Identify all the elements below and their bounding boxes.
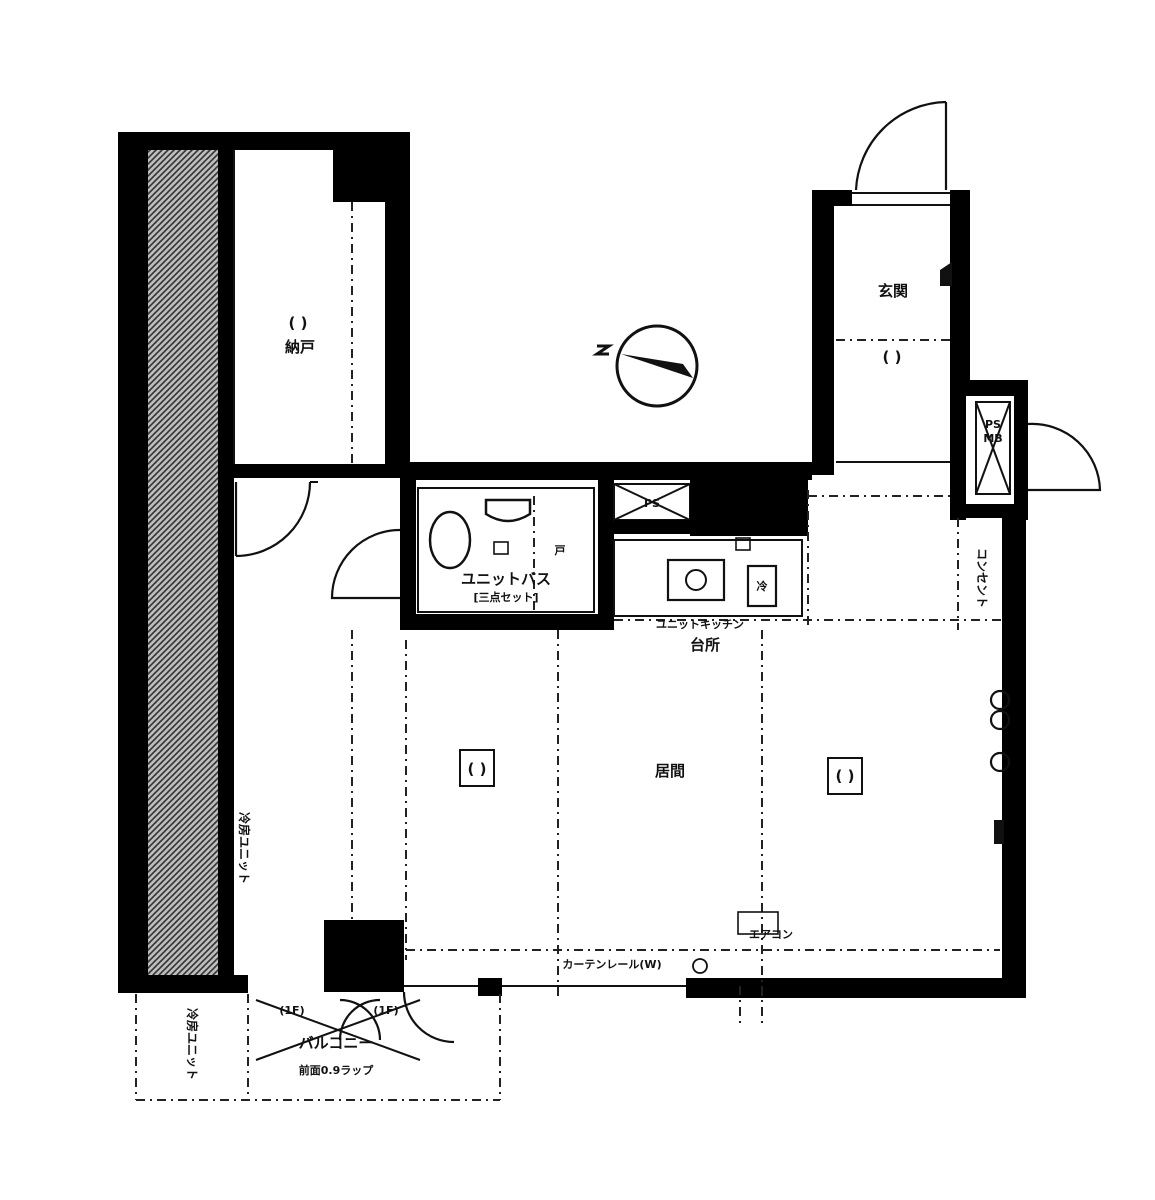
right-outer-wall <box>686 518 1026 998</box>
curtain-rail-label: カーテンレール(W) <box>562 958 661 971</box>
stove-icon <box>666 558 726 602</box>
compass-north-icon <box>592 324 699 408</box>
unit-bath-room: 戸 ユニットバス [三点セット] <box>400 462 812 630</box>
balcony-label: バルコニー <box>299 1034 374 1052</box>
entrance-room: 玄関 ( ) <box>812 190 970 475</box>
mb-label: MB <box>983 432 1002 445</box>
bottom-left-vertical-label: 冷房ユニット <box>185 1008 200 1080</box>
entrance-label: 玄関 <box>878 282 908 300</box>
balcony-sub-label: 前面0.9ラップ <box>299 1063 374 1077</box>
left-outer-wall <box>118 132 410 993</box>
right-vertical-label: コンセント <box>975 548 989 608</box>
bathtub-icon <box>428 510 472 570</box>
kitchen-area: 冷 ユニットキッチン 台所 <box>613 537 1002 654</box>
unit-bath-label: ユニットバス <box>461 570 551 588</box>
ps-small-box: PS <box>613 470 808 536</box>
doorstop-icon <box>940 262 952 286</box>
closet-mark: ( ) <box>289 314 308 332</box>
entrance-mark: ( ) <box>883 348 902 366</box>
living-label: 居間 <box>655 762 685 780</box>
closet-door[interactable] <box>234 481 318 558</box>
bottom-walls <box>324 920 763 1026</box>
corridor-lines <box>351 490 1000 1000</box>
ps-mb-door[interactable] <box>1027 422 1102 492</box>
ps-small-label: PS <box>644 497 660 510</box>
toilet-icon <box>484 498 532 523</box>
balcony-mark-2: (1F) <box>373 1004 398 1017</box>
closet-room: ( ) 納戸 <box>218 132 410 478</box>
closet-label: 納戸 <box>285 338 315 356</box>
hatched-shaft <box>148 148 218 978</box>
ps-mb-box: PS MB <box>950 380 1028 520</box>
entrance-door[interactable] <box>854 100 948 191</box>
fridge-mark: 冷 <box>757 579 768 593</box>
unit-bath-sub-label: [三点セット] <box>473 590 538 604</box>
unit-bath-door[interactable] <box>330 528 401 600</box>
balcony-mark-1: (1F) <box>279 1004 304 1017</box>
unit-kitchen-label: ユニットキッチン <box>656 618 744 631</box>
balcony: (1F) (1F) バルコニー 前面0.9ラップ <box>135 994 501 1101</box>
kitchen-label: 台所 <box>690 636 720 654</box>
balcony-door[interactable] <box>402 991 455 1044</box>
ps-label: PS <box>985 418 1001 431</box>
door-mark: 戸 <box>555 544 566 557</box>
living-mark-left: ( ) <box>468 760 487 778</box>
living-room: ( ) 居間 ( ) エアコン カーテンレール(W) <box>459 749 863 974</box>
fridge-icon <box>746 564 778 608</box>
right-wall-outlets <box>989 689 1011 844</box>
living-mark-right: ( ) <box>836 767 855 785</box>
left-vertical-label: 冷房ユニット <box>237 812 252 884</box>
